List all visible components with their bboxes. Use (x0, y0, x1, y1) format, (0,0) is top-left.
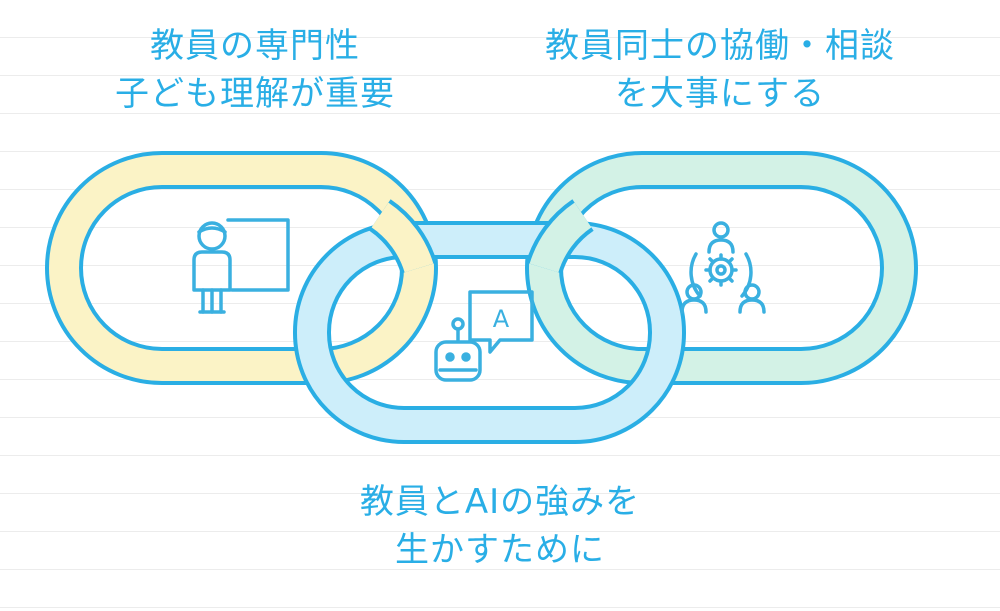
caption-line: 生かすために (395, 530, 605, 570)
caption-teacher-collaboration: 教員同士の協働・相談 を大事にする (490, 22, 950, 118)
link-right-outline (525, 151, 918, 385)
caption-line: 教員同士の協働・相談 (545, 26, 895, 66)
link-middle-outline (293, 221, 686, 444)
link-overlap-right (525, 199, 595, 275)
caption-line: を大事にする (614, 74, 826, 114)
caption-teacher-expertise: 教員の専門性 子ども理解が重要 (40, 22, 470, 118)
caption-line: 子ども理解が重要 (115, 74, 395, 114)
chain-link-middle (293, 221, 686, 444)
caption-ai-strengths: 教員とAIの強みを 生かすために (270, 478, 730, 574)
link-middle-fill (297, 225, 682, 440)
link-overlap-left (368, 199, 438, 275)
chain-link-right (525, 151, 918, 385)
chat-bubble-letter: A (493, 305, 510, 333)
robot-chat-icon (434, 290, 534, 382)
team-collaboration-icon (680, 221, 766, 314)
caption-line: 教員の専門性 (150, 26, 360, 66)
caption-line: 教員とAIの強みを (359, 482, 641, 522)
teacher-at-board-icon (192, 218, 290, 314)
